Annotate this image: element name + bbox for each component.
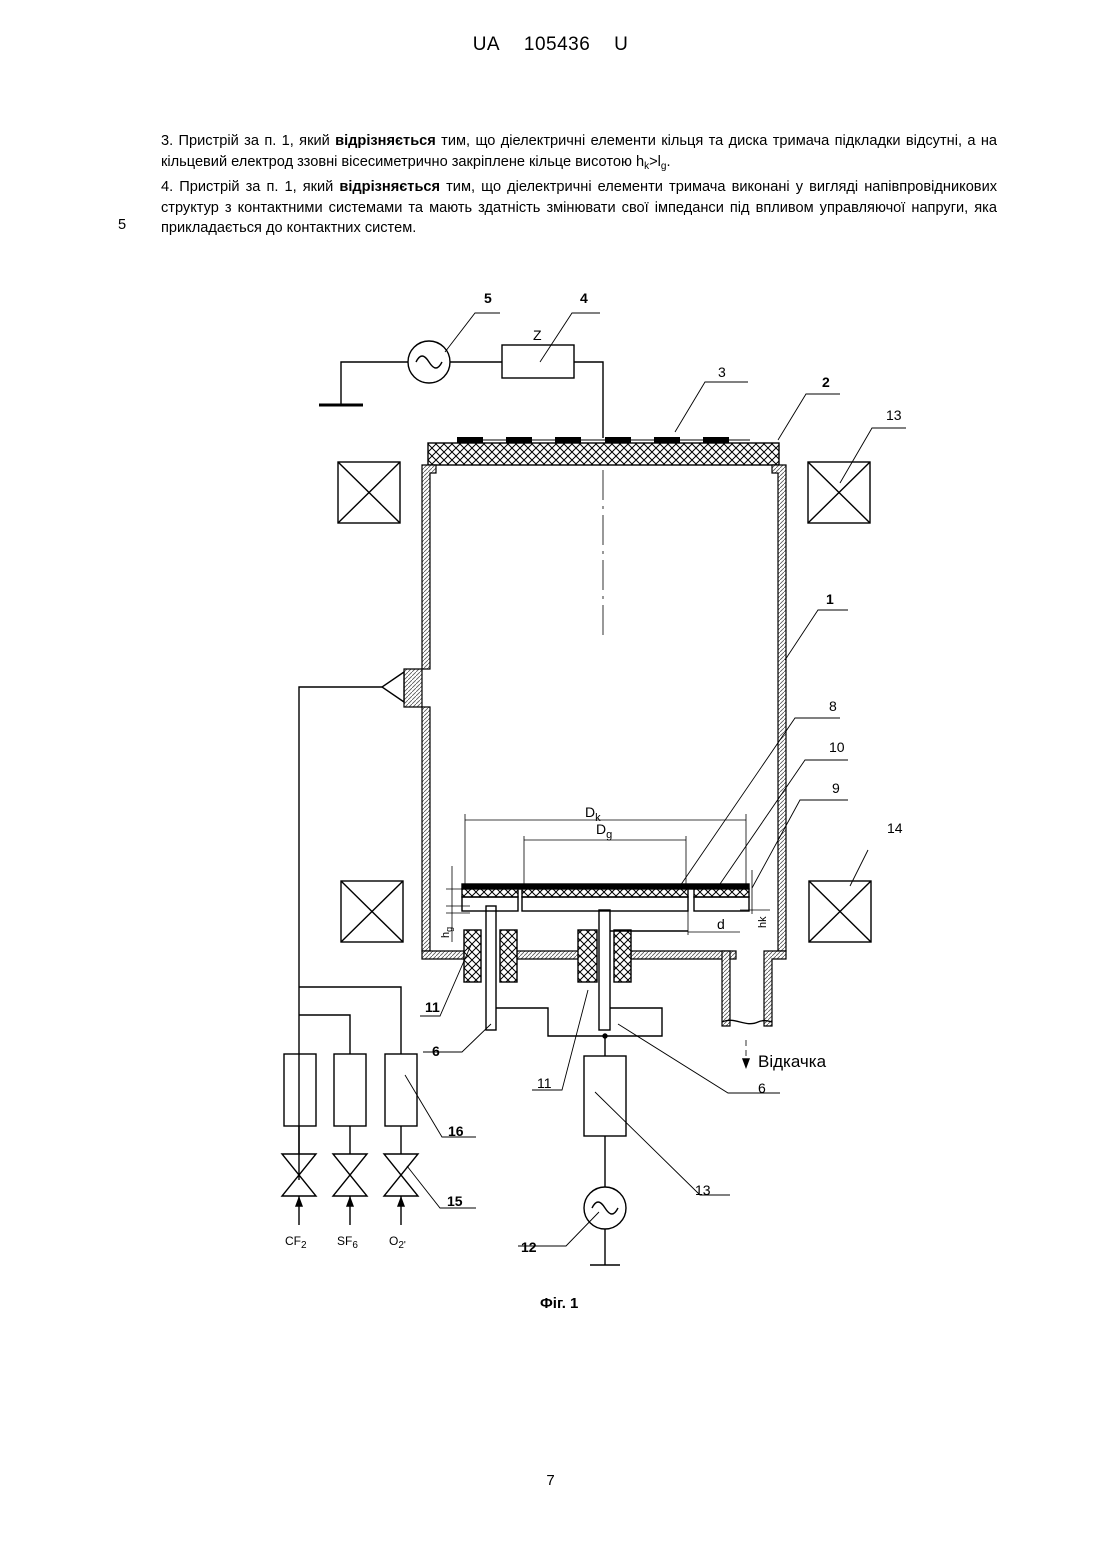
label-dg-sub: g	[606, 829, 612, 841]
label-sf6: SF6	[337, 1234, 358, 1251]
label-11b: 11	[537, 1075, 552, 1091]
label-15: 15	[447, 1193, 463, 1209]
label-8: 8	[829, 698, 837, 714]
label-dg: Dg	[596, 821, 612, 841]
rf-generator-bottom	[584, 1056, 626, 1265]
label-pump: Відкачка	[758, 1052, 827, 1071]
label-o2: O2'	[389, 1234, 406, 1251]
label-2: 2	[822, 374, 830, 390]
label-13b: 13	[695, 1182, 711, 1198]
figure-caption: Фіг. 1	[540, 1295, 578, 1312]
feedthroughs	[464, 906, 688, 1056]
label-6a: 6	[432, 1043, 440, 1059]
label-d: d	[717, 916, 725, 932]
label-1: 1	[826, 591, 834, 607]
label-4: 4	[580, 290, 588, 306]
label-16: 16	[448, 1123, 464, 1139]
label-10: 10	[829, 739, 845, 755]
label-5: 5	[484, 290, 492, 306]
label-cf2-main: CF	[285, 1234, 301, 1248]
label-sf6-main: SF	[337, 1234, 352, 1248]
label-9: 9	[832, 780, 840, 796]
page-number: 7	[0, 1472, 1101, 1489]
label-hk: hk	[757, 916, 769, 928]
label-13: 13	[886, 407, 902, 423]
label-o2-main: O	[389, 1234, 398, 1248]
label-6b: 6	[758, 1080, 766, 1096]
label-sf6-sub: 6	[352, 1240, 358, 1251]
label-3: 3	[718, 364, 726, 380]
label-o2-sub: 2'	[398, 1240, 406, 1251]
label-dk-main: D	[585, 804, 595, 820]
gas-supply	[282, 987, 418, 1225]
rf-generator-top	[319, 341, 603, 438]
label-hg: hg	[440, 927, 454, 938]
label-12: 12	[521, 1239, 537, 1255]
label-cf2: CF2	[285, 1234, 307, 1251]
label-hg-sub: g	[444, 927, 454, 932]
label-11a: 11	[425, 999, 440, 1015]
label-z: Z	[533, 327, 542, 343]
dielectric-lid	[428, 443, 779, 465]
label-cf2-sub: 2	[301, 1240, 307, 1251]
label-dg-main: D	[596, 821, 606, 837]
label-14: 14	[887, 820, 903, 836]
